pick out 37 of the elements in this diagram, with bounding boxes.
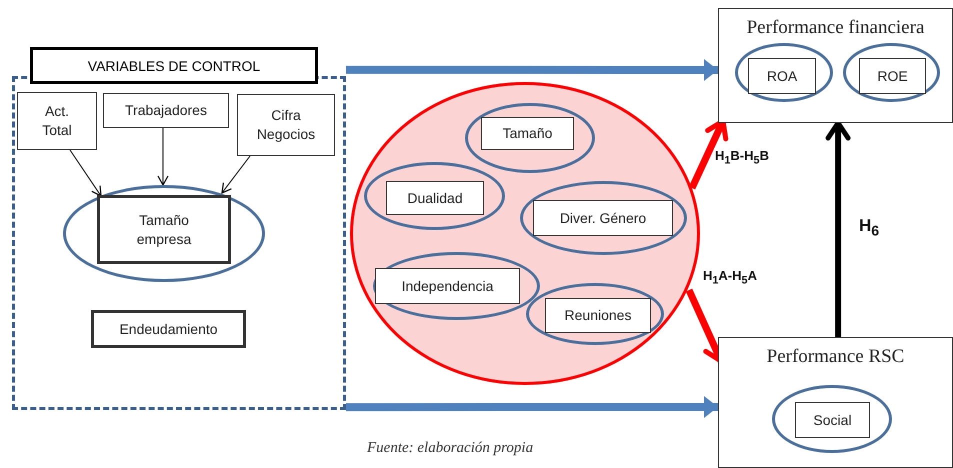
ellipse	[526, 283, 664, 345]
ellipse	[520, 181, 687, 255]
arrow	[826, 120, 851, 337]
text-box: Tamaño empresa	[97, 195, 231, 264]
panel-title: Performance financiera	[746, 17, 924, 39]
arrow	[221, 156, 251, 194]
text-box: Diver. Género	[533, 200, 673, 236]
ellipse	[843, 43, 940, 102]
text-box: Trabajadores	[103, 93, 229, 128]
ellipse	[772, 385, 892, 453]
text-box: Act. Total	[17, 92, 97, 150]
text-box: Cifra Negocios	[237, 94, 335, 156]
text-box: Tamaño	[481, 117, 574, 150]
text-box: Independencia	[375, 268, 520, 304]
arrow	[346, 396, 718, 418]
text-box: Endeudamiento	[91, 310, 246, 348]
text-box: ROA	[748, 58, 816, 94]
ellipse	[735, 43, 833, 102]
panel-title: Performance RSC	[766, 346, 904, 368]
text-box: Reuniones	[545, 298, 651, 333]
text-box: ROE	[859, 58, 926, 94]
edge-label: H$_{1}$A-H$_{5}$A	[702, 268, 758, 287]
edge-label: H$_{1}$B-H$_{5}$B	[714, 148, 770, 167]
caption: Fuente: elaboración propia	[367, 440, 534, 457]
ellipse	[63, 185, 265, 282]
text-box: Social	[795, 402, 870, 438]
panel-box	[718, 337, 953, 468]
panel-box	[718, 8, 953, 123]
ellipse	[373, 252, 540, 320]
text-box: Dualidad	[386, 181, 484, 215]
heading-box: VARIABLES DE CONTROL	[30, 47, 318, 84]
arrow	[157, 128, 169, 186]
arrow	[688, 118, 728, 190]
ellipse	[465, 103, 595, 173]
ellipse	[364, 162, 505, 230]
arrow	[346, 58, 718, 81]
arrow	[70, 150, 102, 197]
